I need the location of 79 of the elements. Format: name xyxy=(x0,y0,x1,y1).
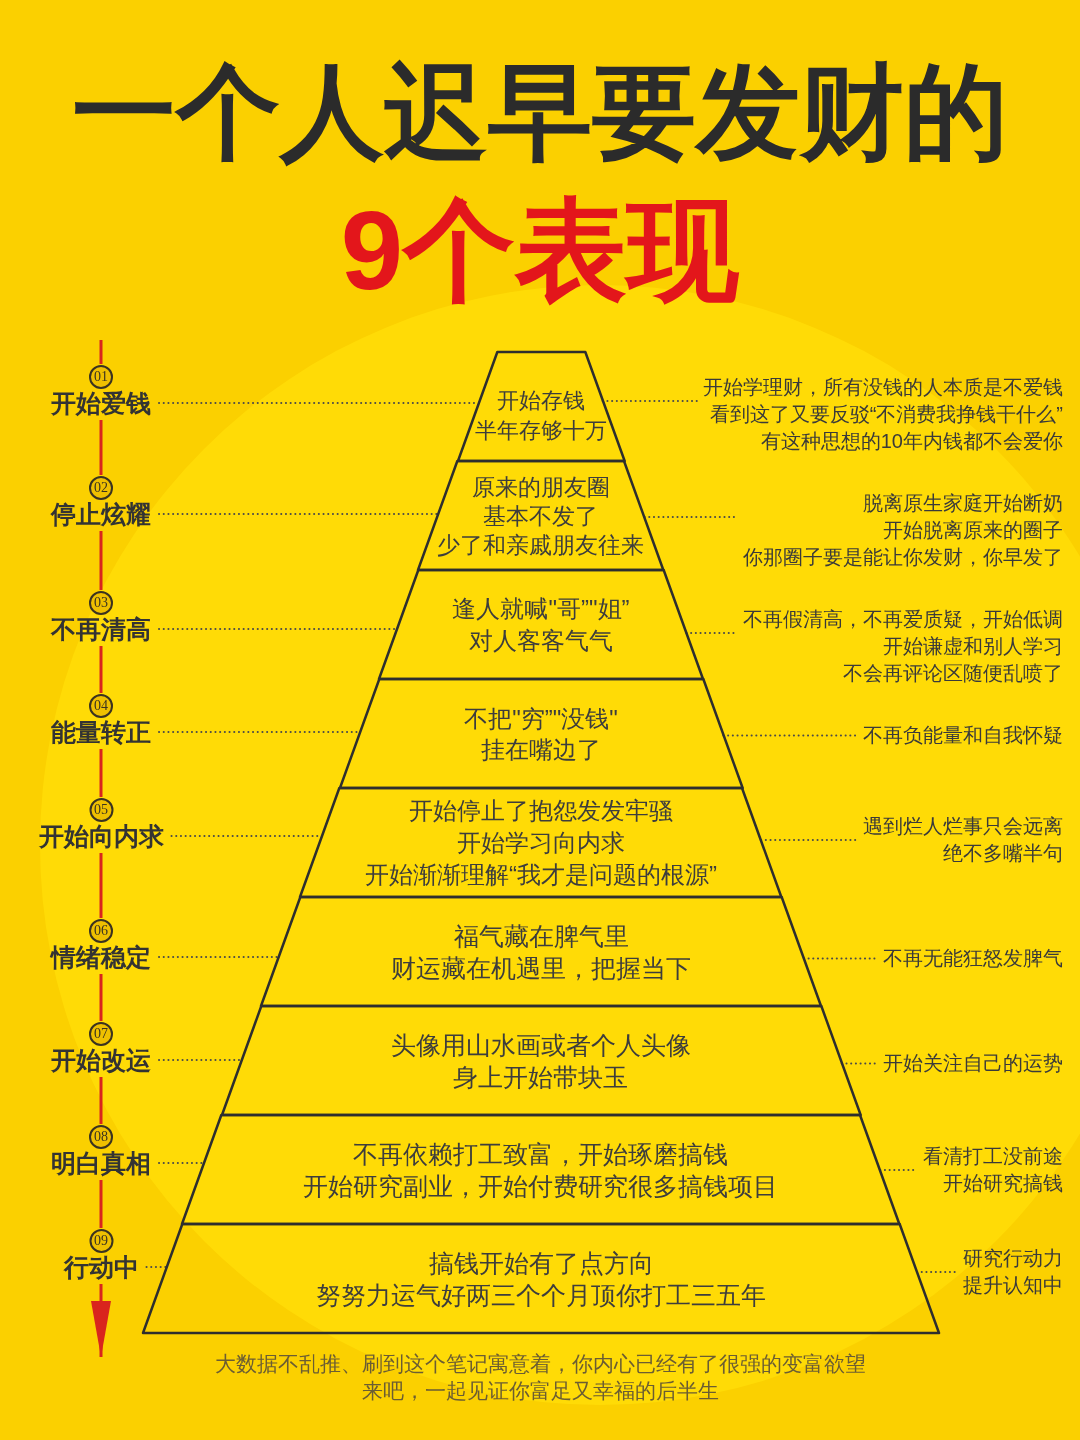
step-label: 停止炫耀 xyxy=(51,500,151,528)
note-text: 开始研究搞钱 xyxy=(943,1171,1063,1196)
note-text: 脱离原生家庭开始断奶 xyxy=(863,491,1063,516)
layer-text: 身上开始带块玉 xyxy=(453,1061,629,1093)
number-badge: 08 xyxy=(89,1125,113,1149)
timeline-arrow xyxy=(91,1284,111,1357)
pyramid-layer xyxy=(457,352,625,461)
note-text: 提升认知中 xyxy=(963,1273,1063,1298)
timeline-line xyxy=(99,420,103,475)
subtitle: 9个表现 xyxy=(340,188,740,314)
layer-text: 基本不发了 xyxy=(483,502,599,531)
layer-text: 不把"穷”"没钱" xyxy=(464,703,618,734)
timeline-line xyxy=(99,340,103,364)
number-badge: 03 xyxy=(89,591,113,615)
step-label: 开始向内求 xyxy=(38,822,164,850)
layer-text: 开始渐渐理解“我才是问题的根源” xyxy=(365,859,717,890)
step-label: 能量转正 xyxy=(51,718,151,746)
note-text: 遇到烂人烂事只会远离 xyxy=(863,814,1063,839)
note-text: 看清打工没前途 xyxy=(923,1144,1063,1169)
pyramid-layer xyxy=(182,1115,900,1224)
layer-text: 少了和亲戚朋友往来 xyxy=(437,531,645,560)
number-badge: 09 xyxy=(89,1229,113,1253)
pyramid-layer xyxy=(261,897,821,1006)
pyramid-layer xyxy=(221,1006,861,1115)
number-badge: 01 xyxy=(89,365,113,389)
note-text: 你那圈子要是能让你发财，你早发了 xyxy=(743,545,1063,570)
step-label: 行动中 xyxy=(63,1253,139,1281)
layer-text: 不再依赖打工致富，开始琢磨搞钱 xyxy=(353,1138,729,1170)
timeline-line xyxy=(99,853,103,918)
note-text: 不再假清高，不再爱质疑，开始低调 xyxy=(743,607,1063,632)
leader-line xyxy=(158,1059,243,1061)
layer-text: 开始学习向内求 xyxy=(457,827,625,858)
note-text: 有这种思想的10年内钱都不会爱你 xyxy=(760,429,1063,454)
step-label: 不再清高 xyxy=(51,615,151,643)
layer-text: 搞钱开始有了点方向 xyxy=(428,1247,654,1279)
layer-text: 对人客客气气 xyxy=(469,625,613,656)
leader-line xyxy=(158,513,440,515)
timeline-line xyxy=(99,646,103,693)
timeline-line xyxy=(99,749,103,797)
note-text: 开始关注自己的运势 xyxy=(883,1051,1063,1076)
note-text: 研究行动力 xyxy=(963,1246,1063,1271)
layer-text: 挂在嘴边了 xyxy=(481,734,601,765)
note-text: 不再无能狂怒发脾气 xyxy=(883,946,1063,971)
step-label: 开始爱钱 xyxy=(51,389,151,417)
note-text: 开始谦虚和别人学习 xyxy=(883,634,1063,659)
layer-text: 福气藏在脾气里 xyxy=(453,920,629,952)
title: 一个人迟早要发财的 xyxy=(71,53,1009,172)
pyramid-layer xyxy=(143,1224,939,1333)
layer-text: 努努力运气好两三个个月顶你打工三五年 xyxy=(316,1279,766,1311)
number-badge: 02 xyxy=(89,476,113,500)
layer-text: 财运藏在机遇里，把握当下 xyxy=(391,952,691,984)
layer-text: 开始停止了抱怨发发牢骚 xyxy=(409,795,673,826)
footer-text: 来吧，一起见证你富足又幸福的后半生 xyxy=(361,1378,719,1404)
pyramid-layer xyxy=(418,461,664,570)
layer-text: 头像用山水画或者个人头像 xyxy=(391,1029,691,1061)
step-label: 明白真相 xyxy=(51,1149,151,1177)
note-text: 不再负能量和自我怀疑 xyxy=(863,723,1063,748)
note-text: 不会再评论区随便乱喷了 xyxy=(843,661,1063,686)
layer-text: 逢人就喊"哥”"姐” xyxy=(452,593,630,624)
footer-text: 大数据不乱推、刷到这个笔记寓意着，你内心已经有了很强的变富欲望 xyxy=(214,1351,866,1377)
layer-text: 开始研究副业，开始付费研究很多搞钱项目 xyxy=(303,1170,779,1202)
note-text: 绝不多嘴半句 xyxy=(943,841,1063,866)
pyramid-layer xyxy=(339,679,743,788)
leader-line xyxy=(145,1266,168,1268)
note-text: 开始脱离原来的圈子 xyxy=(883,518,1063,543)
leader-line xyxy=(158,956,280,958)
step-label: 情绪稳定 xyxy=(51,943,151,971)
layer-text: 开始存钱 xyxy=(497,386,585,415)
pyramid-layer xyxy=(300,788,782,897)
note-text: 开始学理财，所有没钱的人本质是不爱钱 xyxy=(703,375,1063,400)
timeline-line xyxy=(99,531,103,590)
note-text: 看到这了又要反驳“不消费我挣钱干什么” xyxy=(709,402,1063,427)
timeline-line xyxy=(99,974,103,1021)
layer-text: 半年存够十万 xyxy=(475,416,607,445)
layer-text: 原来的朋友圈 xyxy=(472,473,610,502)
timeline-line xyxy=(99,1077,103,1124)
step-label: 开始改运 xyxy=(51,1046,151,1074)
timeline-line xyxy=(99,1180,103,1228)
pyramid-layer xyxy=(379,570,703,679)
